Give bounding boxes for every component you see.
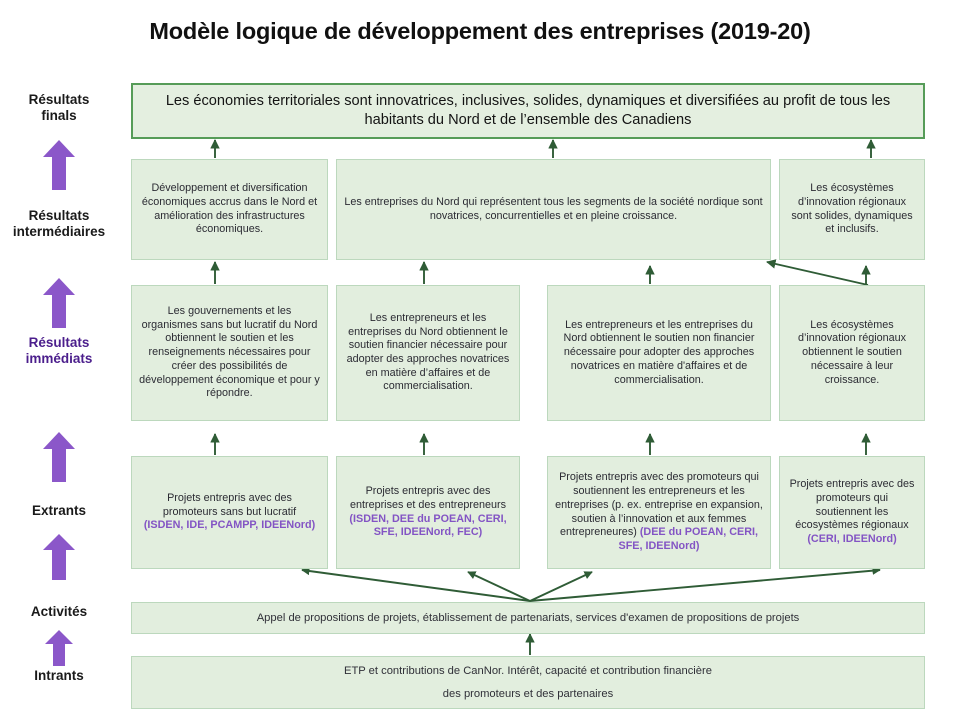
box-text: Les écosystèmes d’innovation régionaux o… xyxy=(797,318,907,386)
box-text: Appel de propositions de projets, établi… xyxy=(256,611,800,624)
box-extrant-projets-osbl: Projets entrepris avec des promoteurs sa… xyxy=(131,456,328,569)
rail-label-line2: immédiats xyxy=(25,350,93,366)
box-text: Projets entrepris avec des entreprises e… xyxy=(349,485,507,511)
box-text: Projets entrepris avec des promoteurs qu… xyxy=(555,471,763,539)
box-activites: Appel de propositions de projets, établi… xyxy=(131,602,925,634)
box-text: Les écosystèmes d’innovation régionaux s… xyxy=(791,182,913,236)
acronym-list: (ISDEN, DEE du POEAN, CERI, SFE, IDEENor… xyxy=(349,512,507,539)
acronym-list: (CERI, IDEENord) xyxy=(807,533,897,546)
spacer xyxy=(139,679,917,687)
rail-arrow-up-3 xyxy=(0,432,118,482)
box-resultat-final: Les économies territoriales sont innovat… xyxy=(131,83,925,139)
box-text: Les gouvernements et les organismes sans… xyxy=(139,305,320,400)
box-text: Les entrepreneurs et les entreprises du … xyxy=(346,311,510,393)
rail-label-line2: finals xyxy=(41,107,77,123)
rail-label-line1: Résultats xyxy=(28,208,90,223)
box-text: Les économies territoriales sont innovat… xyxy=(165,92,891,128)
acronym-list: (DEE du POEAN, CERI, SFE, IDEENord) xyxy=(618,526,759,552)
box-extrant-projets-entreprises: Projets entrepris avec des entreprises e… xyxy=(336,456,520,569)
box-text-group: Projets entrepris avec des entreprises e… xyxy=(344,485,512,540)
box-text: Développement et diversification économi… xyxy=(141,182,318,236)
box-immediat-gouvernements-osbl: Les gouvernements et les organismes sans… xyxy=(131,285,328,421)
acronym-list: (ISDEN, IDE, PCAMPP, IDEENord) xyxy=(143,519,316,532)
box-text-line1: ETP et contributions de CanNor. Intérêt,… xyxy=(344,665,712,678)
page-title: Modèle logique de développement des entr… xyxy=(149,18,811,44)
rail-label-line1: Résultats xyxy=(28,92,90,107)
box-text-group: Projets entrepris avec des promoteurs sa… xyxy=(139,492,320,533)
box-text-group: ETP et contributions de CanNor. Intérêt,… xyxy=(139,664,917,700)
rail-label-line2: intermédiaires xyxy=(12,223,106,239)
rail-label-resultats-immediats: Résultats immédiats xyxy=(0,335,118,367)
box-text: Projets entrepris avec des promoteurs qu… xyxy=(789,478,915,532)
box-text: Projets entrepris avec des promoteurs sa… xyxy=(162,491,297,518)
box-immediat-ecosystemes-soutien: Les écosystèmes d’innovation régionaux o… xyxy=(779,285,925,421)
box-intermediaire-dev-diversification: Développement et diversification économi… xyxy=(131,159,328,260)
box-immediat-soutien-financier: Les entrepreneurs et les entreprises du … xyxy=(336,285,520,421)
box-text-group: Projets entrepris avec des promoteurs qu… xyxy=(555,471,763,553)
rail-label-intrants: Intrants xyxy=(34,668,84,683)
box-text: Les entrepreneurs et les entreprises du … xyxy=(563,318,755,386)
box-text-group: Projets entrepris avec des promoteurs qu… xyxy=(787,478,917,547)
box-intermediaire-entreprises-nord: Les entreprises du Nord qui représentent… xyxy=(336,159,771,260)
rail-arrow-up-2 xyxy=(0,278,118,328)
rail-arrow-up-1 xyxy=(0,140,118,190)
rail-label-activites: Activités xyxy=(30,604,88,619)
box-intrants: ETP et contributions de CanNor. Intérêt,… xyxy=(131,656,925,709)
box-immediat-soutien-non-financier: Les entrepreneurs et les entreprises du … xyxy=(547,285,771,421)
rail-arrow-up-5 xyxy=(0,630,118,666)
box-extrant-projets-promoteurs: Projets entrepris avec des promoteurs qu… xyxy=(547,456,771,569)
rail-label-resultats-finals: Résultats finals xyxy=(0,92,118,124)
box-intermediaire-ecosystemes-solides: Les écosystèmes d’innovation régionaux s… xyxy=(779,159,925,260)
box-extrant-projets-ecosystemes: Projets entrepris avec des promoteurs qu… xyxy=(779,456,925,569)
box-text-line2: des promoteurs et des partenaires xyxy=(442,687,614,700)
rail-label-line1: Résultats xyxy=(28,335,90,350)
box-text: Les entreprises du Nord qui représentent… xyxy=(344,195,763,222)
rail-arrow-up-4 xyxy=(0,534,118,580)
rail-label-extrants: Extrants xyxy=(31,503,87,518)
rail-label-resultats-intermediaires: Résultats intermédiaires xyxy=(0,208,118,240)
